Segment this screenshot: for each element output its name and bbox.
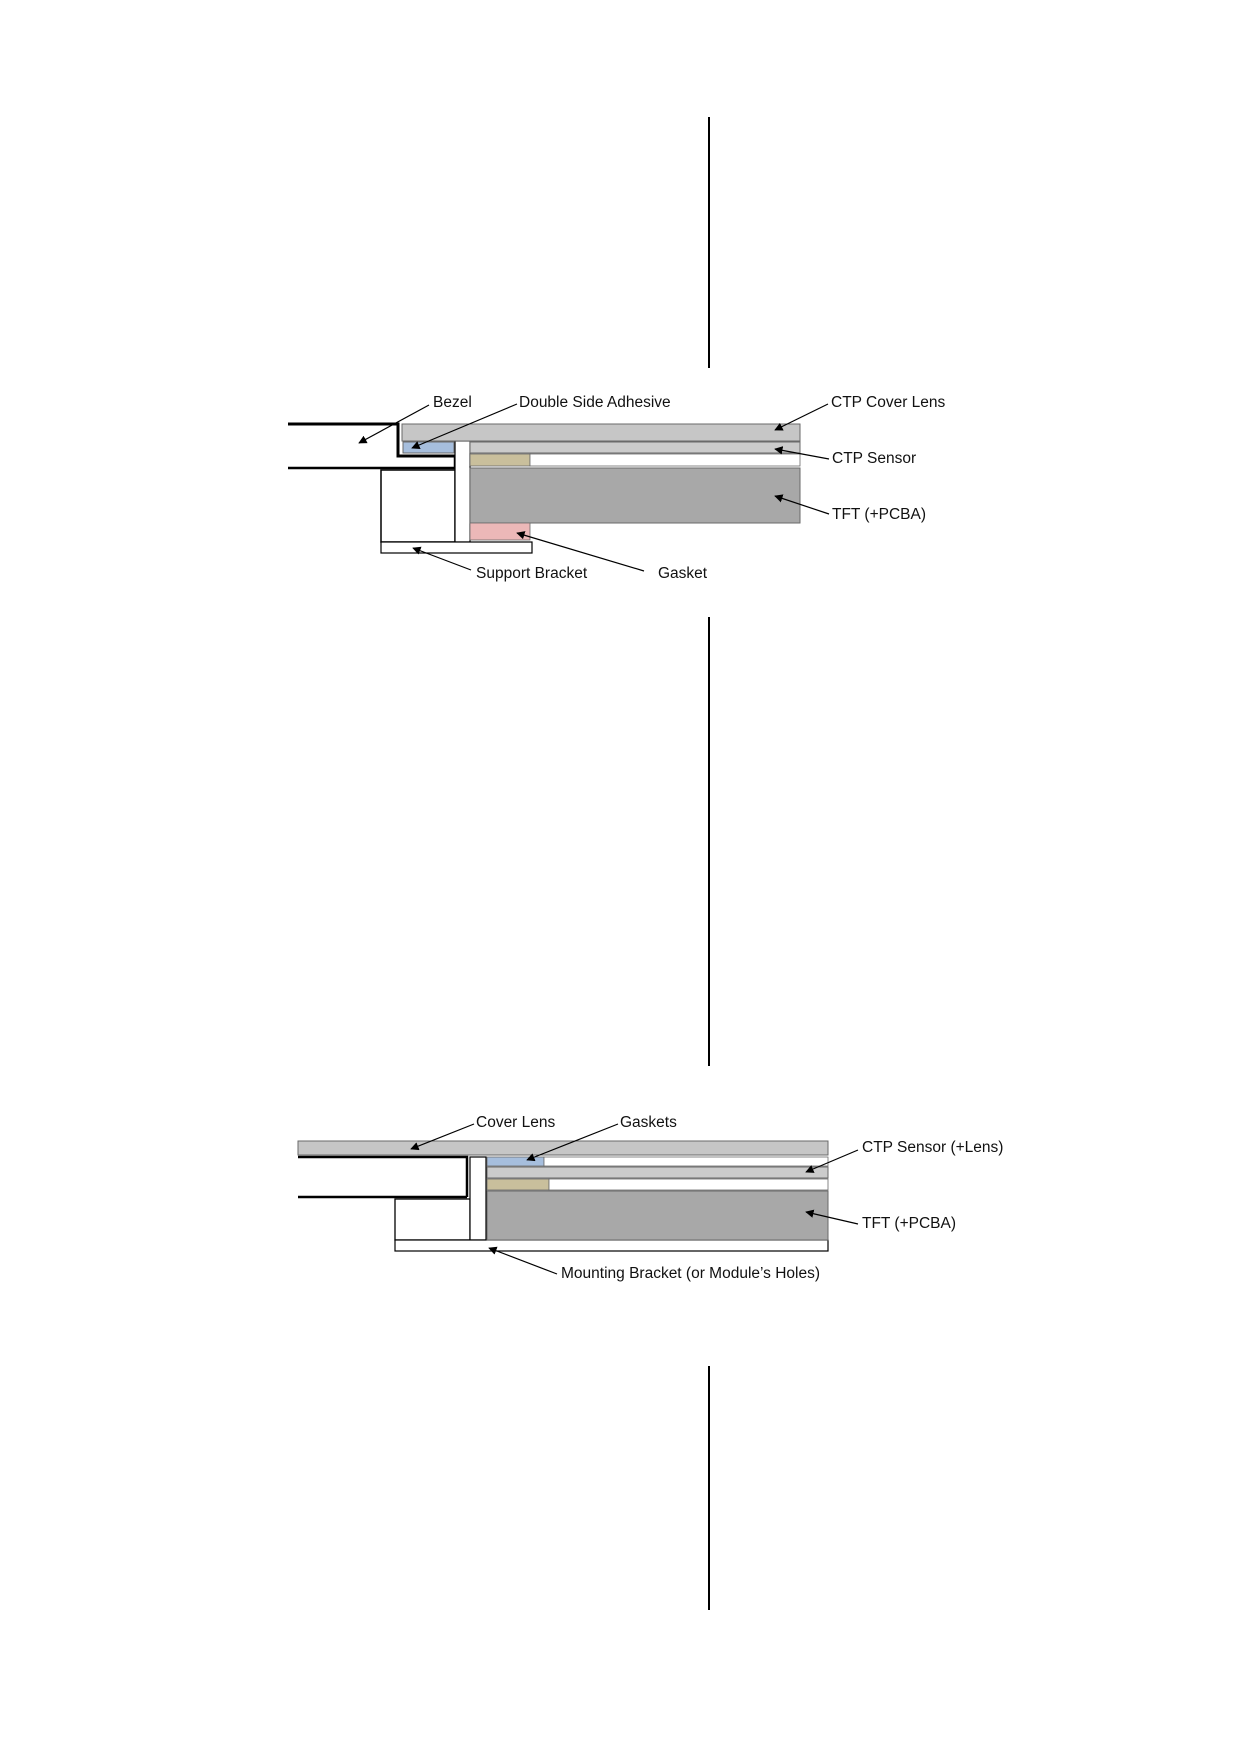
label-gaskets: Gaskets (620, 1114, 677, 1131)
label-double-side-adhesive: Double Side Adhesive (519, 394, 671, 411)
label-bezel: Bezel (433, 394, 472, 411)
arrow-gasket (516, 531, 645, 572)
gasket (469, 522, 531, 541)
support-bracket-block (380, 469, 456, 543)
arrow-mounting-bracket (488, 1246, 558, 1275)
label-tft-pcba: TFT (+PCBA) (832, 506, 926, 523)
label-mounting-bracket: Mounting Bracket (or Module’s Holes) (561, 1265, 820, 1282)
diagram-top: Bezel Double Side Adhesive CTP Cover Len… (288, 394, 946, 582)
housing-outer (298, 1155, 469, 1197)
arrow-tft-pcba-bottom (805, 1209, 859, 1225)
arrow-double-side-adhesive (411, 403, 518, 449)
bezel-outer (288, 422, 455, 458)
gasket-top (486, 1156, 545, 1167)
label-ctp-cover-lens: CTP Cover Lens (831, 394, 946, 411)
cover-lens (297, 1140, 829, 1156)
arrow-ctp-sensor (774, 446, 830, 460)
label-support-bracket: Support Bracket (476, 565, 588, 582)
label-ctp-sensor: CTP Sensor (832, 450, 916, 467)
support-bracket-base (380, 541, 533, 554)
arrow-tft-pcba (774, 494, 830, 515)
bezel-inner (288, 456, 457, 470)
ctp-cover-lens (401, 423, 801, 442)
double-side-adhesive (402, 441, 455, 454)
mounting-bracket-base (394, 1239, 829, 1252)
label-cover-lens: Cover Lens (476, 1114, 556, 1131)
spacer-bottom (486, 1178, 550, 1191)
tft-pcba-bottom (486, 1190, 829, 1241)
spacer (469, 453, 531, 467)
diagram-bottom: Cover Lens Gaskets CTP Sensor (+Lens) TF… (297, 1114, 1003, 1282)
label-gasket: Gasket (658, 565, 708, 582)
ctp-sensor (469, 441, 801, 454)
spacer-bottom-outline (548, 1178, 829, 1191)
arrow-gaskets (526, 1123, 619, 1162)
mounting-bracket-block (394, 1198, 471, 1241)
support-bracket-post (454, 440, 471, 543)
arrow-support-bracket (412, 546, 472, 571)
gasket-top-outline (543, 1156, 829, 1167)
label-ctp-sensor-lens: CTP Sensor (+Lens) (862, 1139, 1003, 1156)
arrow-ctp-cover-lens (774, 403, 829, 431)
tft-pcba (469, 467, 801, 524)
label-tft-pcba-bottom: TFT (+PCBA) (862, 1215, 956, 1232)
arrow-bezel (358, 404, 430, 444)
spacer-outline (529, 453, 801, 467)
arrow-cover-lens (410, 1123, 475, 1151)
ctp-sensor-lens (486, 1166, 829, 1179)
arrow-ctp-sensor-lens (805, 1149, 859, 1173)
mounting-bracket-post (469, 1156, 487, 1241)
